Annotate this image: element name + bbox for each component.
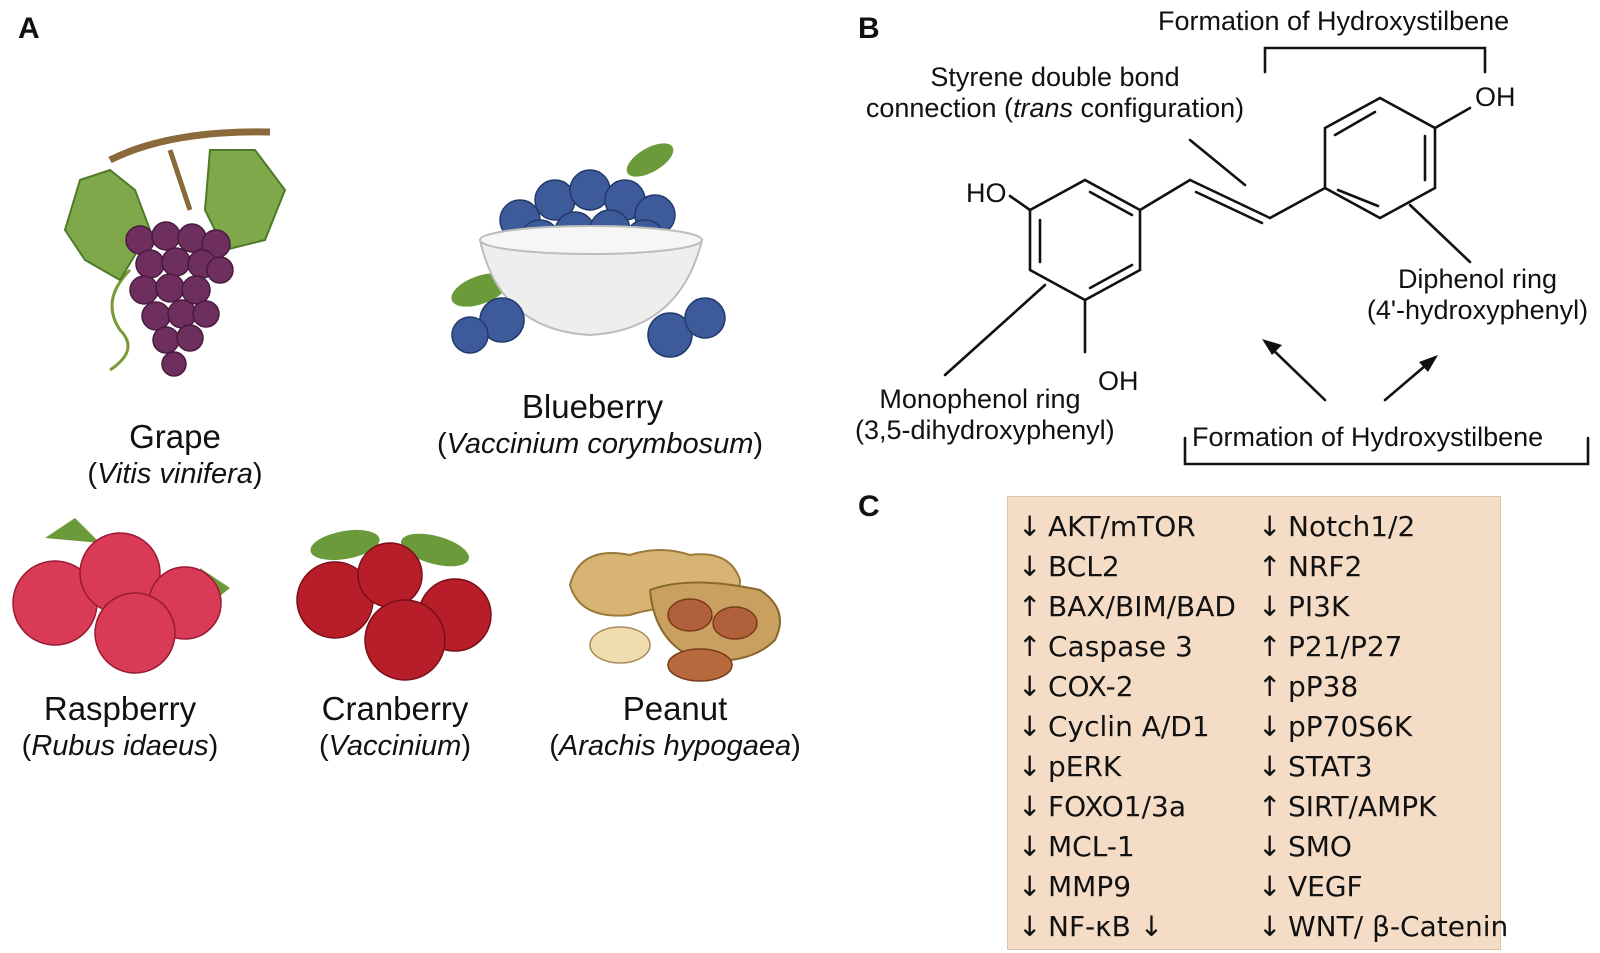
target-item: ↓BCL2 (1018, 550, 1120, 583)
bottom-bracket-label: Formation of Hydroxystilbene (1192, 422, 1544, 452)
targets-right-column: ↓Notch1/2 ↑NRF2 ↓PI3K ↑P21/P27 ↑pP38 ↓pP… (1258, 507, 1508, 947)
cranberry-illustration (296, 529, 492, 681)
target-item: ↓Cyclin A/D1 (1018, 710, 1210, 743)
target-item: ↓PI3K (1258, 590, 1350, 623)
target-item: ↑pP38 (1258, 670, 1359, 703)
target-item: ↓COX-2 (1018, 670, 1134, 703)
cranberry-scientific-name: (Vaccinium) (318, 730, 472, 762)
grape-scientific-name: (Vitis vinifera) (87, 458, 263, 490)
target-item: ↓MCL-1 (1018, 830, 1135, 863)
target-item: ↓Notch1/2 (1258, 510, 1416, 543)
raspberry-illustration (12, 518, 230, 674)
target-item: ↑BAX/BIM/BAD (1018, 590, 1236, 623)
target-item: ↓FOXO1/3a (1018, 790, 1187, 823)
target-item: ↓WNT/ β-Catenin (1258, 910, 1509, 943)
raspberry-scientific-name: (Rubus idaeus) (21, 730, 219, 762)
target-item: ↓SMO (1258, 830, 1352, 863)
target-item: ↓pERK (1018, 750, 1122, 783)
target-item: ↓MMP9 (1018, 870, 1132, 903)
targets-left-column: ↓AKT/mTOR ↓BCL2 ↑BAX/BIM/BAD ↑Caspase 3 … (1018, 507, 1236, 947)
peanut-name: Peanut (622, 690, 728, 727)
oh-top-label: OH (1475, 82, 1516, 112)
blueberry-scientific-name: (Vaccinium corymbosum) (436, 428, 764, 460)
target-item: ↓VEGF (1258, 870, 1363, 903)
target-item: ↑P21/P27 (1258, 630, 1403, 663)
panel-label-a: A (18, 12, 40, 45)
diphenol-ring-label: Diphenol ring (4'-hydroxyphenyl) (1366, 264, 1589, 325)
oh-bottom-label: OH (1098, 366, 1139, 396)
target-item: ↓STAT3 (1258, 750, 1373, 783)
target-item: ↑Caspase 3 (1018, 630, 1193, 663)
target-item: ↓pP70S6K (1258, 710, 1413, 743)
target-item: ↓AKT/mTOR (1018, 510, 1196, 543)
peanut-scientific-name: (Arachis hypogaea) (549, 730, 801, 762)
cranberry-name: Cranberry (321, 690, 469, 727)
grape-name: Grape (129, 418, 221, 455)
raspberry-name: Raspberry (43, 690, 197, 727)
panel-label-b: B (858, 12, 880, 45)
molecular-targets-box: ↓AKT/mTOR ↓BCL2 ↑BAX/BIM/BAD ↑Caspase 3 … (1007, 496, 1508, 950)
oh-left-label: HO (966, 178, 1007, 208)
grape-illustration (63, 128, 287, 377)
panel-label-c: C (858, 490, 880, 523)
styrene-label: Styrene double bond connection (trans co… (865, 62, 1245, 123)
blueberry-illustration (451, 143, 726, 358)
monophenol-ring-label: Monophenol ring (3,5-dihydroxyphenyl) (855, 384, 1115, 445)
target-item: ↑NRF2 (1258, 550, 1363, 583)
top-bracket-label: Formation of Hydroxystilbene (1158, 6, 1510, 36)
peanut-illustration (568, 549, 781, 682)
blueberry-name: Blueberry (521, 388, 664, 425)
target-item: ↑SIRT/AMPK (1258, 790, 1437, 823)
target-item: ↓NF-κB ↓ (1018, 910, 1164, 943)
